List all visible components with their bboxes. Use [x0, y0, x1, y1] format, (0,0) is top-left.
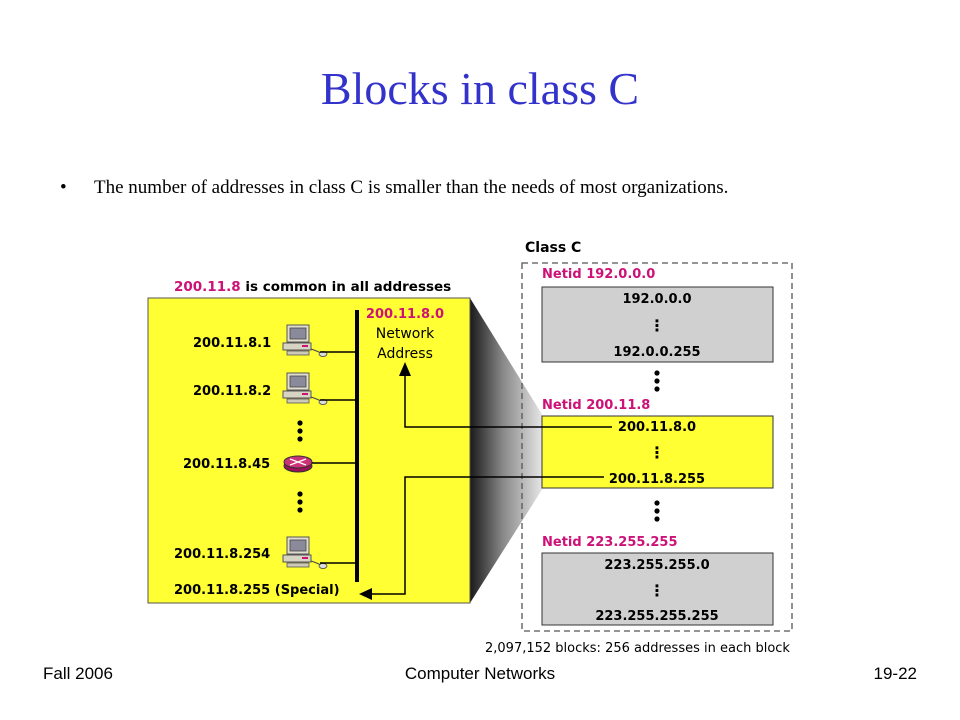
blocks-caption: 2,097,152 blocks: 256 addresses in each …: [485, 641, 790, 656]
special-address: 200.11.8.255 (Special): [174, 583, 340, 598]
broadcast-arrow-line: [368, 476, 604, 595]
host-address: 200.11.8.2: [193, 384, 271, 399]
bullet-text: The number of addresses in class C is sm…: [94, 177, 729, 198]
host-address: 200.11.8.1: [193, 336, 271, 351]
lan-ellipsis-upper: [297, 420, 303, 442]
block-last-address: 223.255.255.255: [595, 609, 718, 624]
network-address-arrow-line: [404, 372, 612, 428]
block-netid: Netid 223.255.255: [542, 535, 677, 550]
slide-title: Blocks in class C: [320, 63, 640, 114]
block-first-address: 223.255.255.0: [604, 558, 709, 573]
blocks-ellipsis-upper: [654, 370, 660, 392]
block-vdots: ⋮: [649, 443, 665, 462]
router-address: 200.11.8.45: [183, 457, 270, 472]
lan-ellipsis-lower: [297, 491, 303, 513]
bullet-point: • The number of addresses in class C is s…: [60, 177, 728, 199]
common-suffix: is common in all addresses: [241, 279, 452, 295]
address-block: [541, 552, 774, 626]
blocks-ellipsis-lower: [654, 500, 660, 522]
address-label: Address: [377, 346, 433, 362]
block-last-address: 192.0.0.255: [613, 345, 700, 360]
host-address: 200.11.8.254: [174, 547, 270, 562]
address-block: [541, 286, 774, 363]
common-prefix: 200.11.8: [174, 279, 241, 295]
network-address: 200.11.8.0: [366, 307, 444, 322]
block-last-address: 200.11.8.255: [609, 472, 705, 487]
block-netid: Netid 200.11.8: [542, 398, 650, 413]
footer-course: Computer Networks: [404, 664, 556, 683]
block-vdots: ⋮: [649, 316, 665, 335]
footer-date: Fall 2006: [43, 664, 113, 683]
block-first-address: 192.0.0.0: [622, 292, 691, 307]
block-first-address: 200.11.8.0: [618, 420, 696, 435]
footer-slide-number: 19-22: [873, 664, 917, 683]
block-vdots: ⋮: [649, 581, 665, 600]
zoom-funnel: [470, 298, 543, 603]
block-netid: Netid 192.0.0.0: [542, 267, 655, 282]
common-prefix-label: 200.11.8 is common in all addresses: [174, 279, 451, 295]
address-block-highlighted: [541, 415, 774, 489]
bullet-dot: •: [60, 177, 67, 198]
network-address-arrowhead: [399, 362, 411, 376]
broadcast-arrowhead: [359, 588, 372, 600]
class-c-frame: [521, 262, 793, 632]
router-icon: [283, 455, 313, 473]
class-c-label: Class C: [525, 240, 581, 256]
network-label: Network: [376, 326, 435, 342]
